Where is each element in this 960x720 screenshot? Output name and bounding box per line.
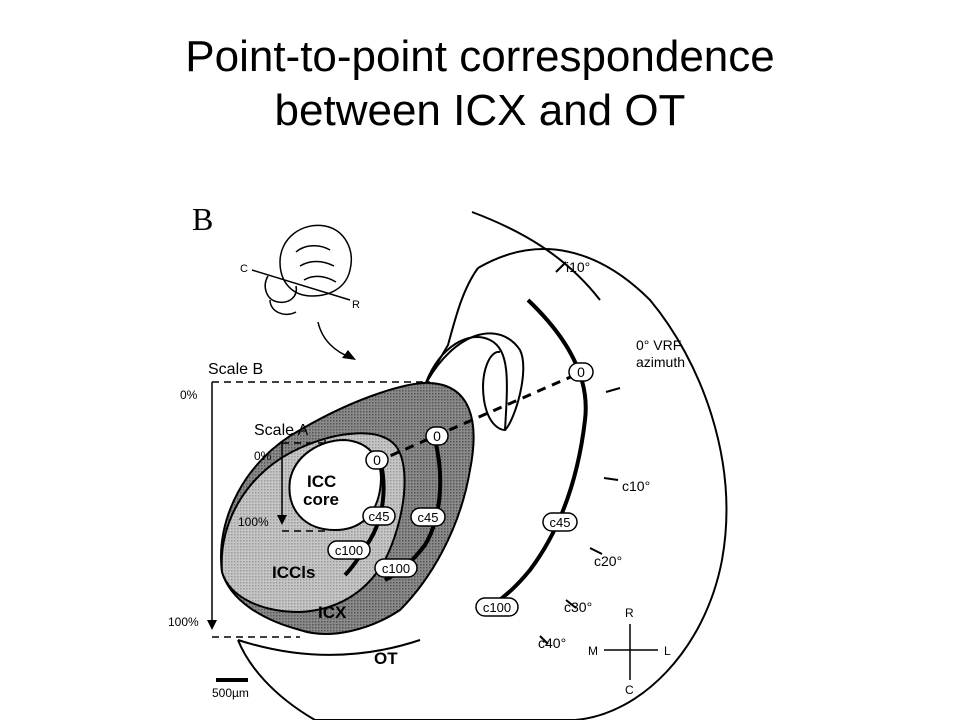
ot-curve bbox=[479, 298, 588, 614]
svg-text:c100: c100 bbox=[382, 561, 410, 576]
icc-core-label-line1: ICC bbox=[307, 472, 336, 491]
badge-icx-c100: c100 bbox=[374, 558, 418, 578]
badge-ot-c100: c100 bbox=[475, 597, 519, 617]
title-line-1: Point-to-point correspondence bbox=[185, 32, 775, 81]
scale-a-bracket bbox=[277, 440, 330, 532]
svg-text:0: 0 bbox=[433, 428, 441, 444]
badge-ot-c45: c45 bbox=[542, 512, 578, 532]
scale-b-bottom: 100% bbox=[168, 615, 199, 629]
inset-label-r: R bbox=[352, 299, 360, 311]
tick-label-c40: c40° bbox=[538, 635, 566, 651]
inset-arrow-head bbox=[342, 350, 356, 360]
ot-ticks bbox=[539, 261, 621, 645]
title-line-2: between ICX and OT bbox=[274, 86, 686, 135]
orientation-inset bbox=[251, 224, 353, 359]
tick-label-c30: c30° bbox=[564, 599, 592, 615]
scale-b-label: Scale B bbox=[208, 361, 263, 378]
badge-icc-c100: c100 bbox=[327, 540, 371, 560]
ot-label: OT bbox=[374, 649, 398, 668]
svg-text:c45: c45 bbox=[369, 509, 390, 524]
badge-icc-c45: c45 bbox=[362, 506, 396, 526]
panel-letter: B bbox=[192, 201, 213, 237]
icc-core-label-line2: core bbox=[303, 490, 339, 509]
tick-label-vrf-2: azimuth bbox=[636, 354, 685, 370]
icx-label: ICX bbox=[318, 603, 347, 622]
compass-l: L bbox=[664, 644, 671, 658]
svg-text:c45: c45 bbox=[418, 510, 439, 525]
svg-text:c45: c45 bbox=[550, 515, 571, 530]
scale-a-bottom: 100% bbox=[238, 515, 269, 529]
ot-outline bbox=[237, 248, 728, 720]
scale-b-bracket bbox=[207, 381, 430, 638]
scale-a-top: 0% bbox=[254, 449, 272, 463]
compass-c: C bbox=[625, 683, 634, 697]
tick-label-vrf-1: 0° VRF bbox=[636, 337, 681, 353]
badge-icx-0: 0 bbox=[425, 426, 449, 446]
zero-azimuth-dashed-line bbox=[375, 370, 583, 464]
badge-icx-c45: c45 bbox=[410, 507, 446, 527]
slide-title: Point-to-point correspondence between IC… bbox=[0, 30, 960, 138]
svg-text:c100: c100 bbox=[483, 600, 511, 615]
svg-text:0: 0 bbox=[577, 364, 585, 380]
svg-text:c100: c100 bbox=[335, 543, 363, 558]
ot-lower-boundary bbox=[237, 639, 421, 656]
badge-ot-0: 0 bbox=[568, 362, 594, 382]
compass bbox=[604, 624, 658, 680]
tick-label-i10: i10° bbox=[566, 259, 590, 275]
scale-a-label: Scale A bbox=[254, 422, 309, 439]
compass-r: R bbox=[625, 606, 634, 620]
iccls-label: ICCls bbox=[272, 563, 315, 582]
scale-bar-label: 500µm bbox=[212, 686, 249, 700]
compass-m: M bbox=[588, 644, 598, 658]
badge-icc-0: 0 bbox=[365, 450, 389, 470]
top-flap bbox=[471, 211, 601, 301]
tick-label-c20: c20° bbox=[594, 553, 622, 569]
tick-label-c10: c10° bbox=[622, 478, 650, 494]
scale-b-top: 0% bbox=[180, 388, 198, 402]
svg-text:0: 0 bbox=[373, 452, 381, 468]
inner-loop-2 bbox=[424, 332, 525, 431]
icc-curve bbox=[343, 459, 386, 577]
inset-label-c: C bbox=[240, 263, 248, 275]
